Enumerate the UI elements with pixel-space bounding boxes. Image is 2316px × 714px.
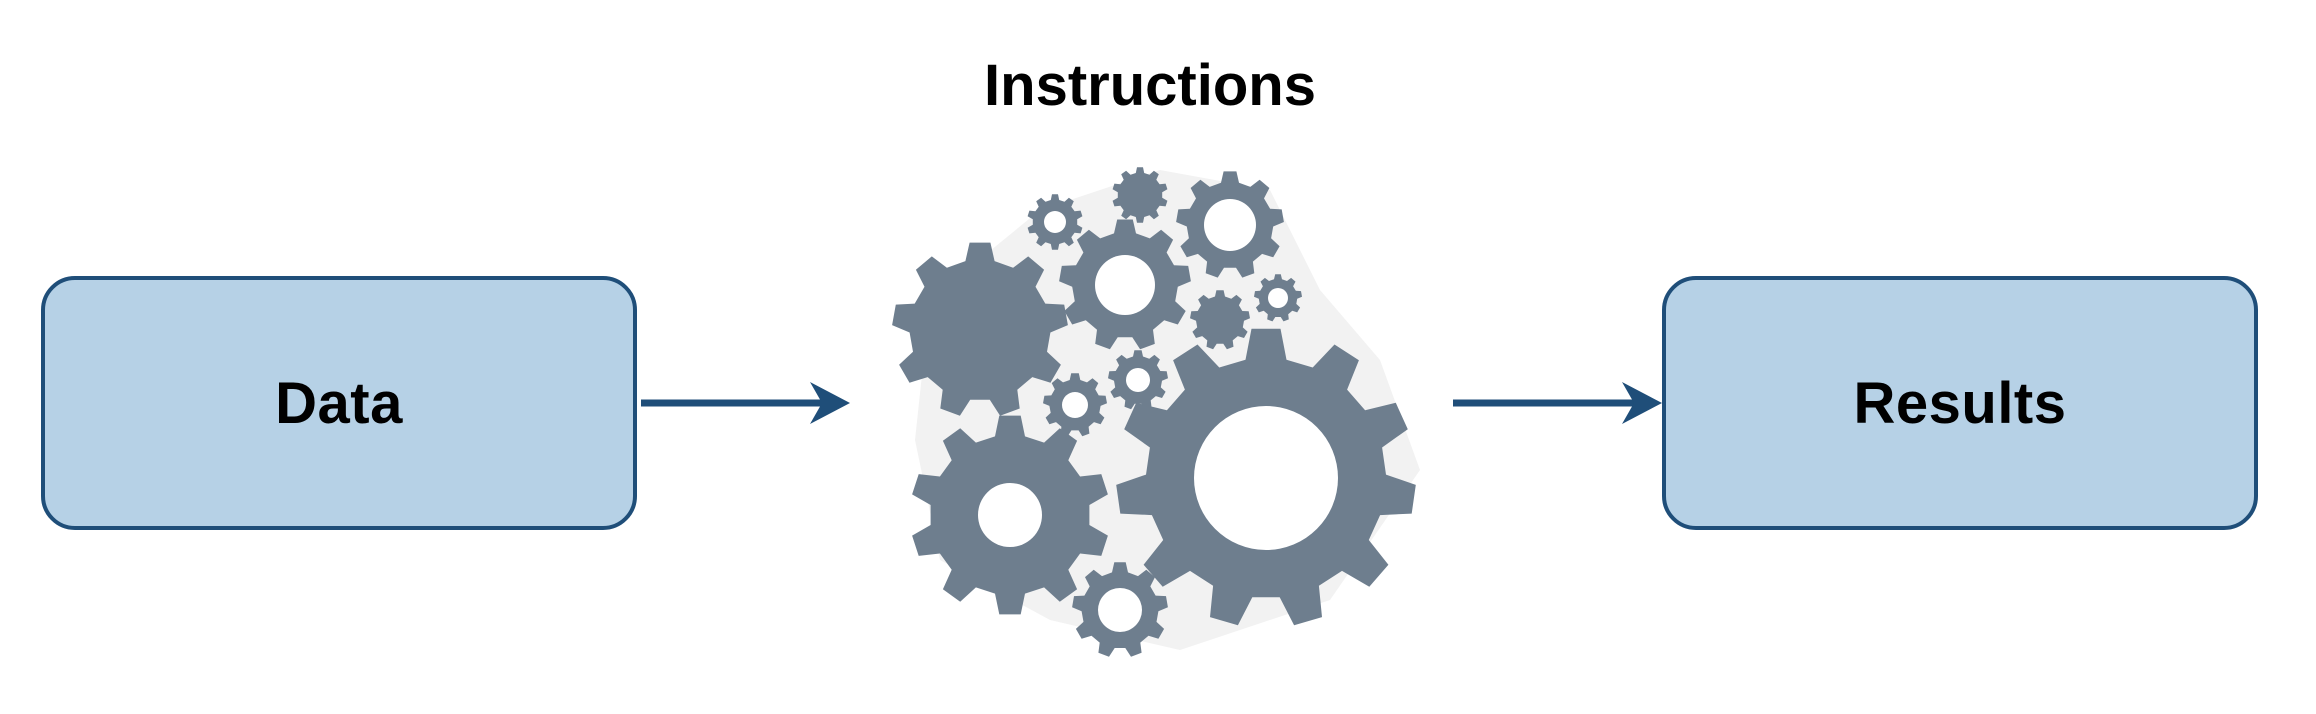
gear-hole-12 bbox=[1098, 588, 1142, 632]
gear-hole-3 bbox=[978, 483, 1042, 547]
gear-hole-7 bbox=[1044, 211, 1066, 233]
gear-hole-11 bbox=[1062, 392, 1088, 418]
gear-hole-10 bbox=[1126, 368, 1150, 392]
results-box: Results bbox=[1662, 276, 2258, 530]
gear-hole-4 bbox=[1095, 255, 1155, 315]
gear-hole-5 bbox=[1204, 199, 1256, 251]
data-box-label: Data bbox=[275, 370, 403, 436]
gear-hole-9 bbox=[1268, 288, 1288, 308]
output-arrow bbox=[1453, 382, 1662, 424]
instructions-heading: Instructions bbox=[984, 53, 1316, 118]
gear-hole-1 bbox=[1194, 406, 1338, 550]
input-arrow bbox=[641, 382, 850, 424]
results-box-label: Results bbox=[1853, 370, 2067, 436]
gear-2 bbox=[892, 242, 1068, 416]
gear-8 bbox=[1190, 290, 1250, 350]
data-box: Data bbox=[41, 276, 637, 530]
gear-6 bbox=[1112, 167, 1168, 223]
gears-icon bbox=[892, 167, 1420, 657]
